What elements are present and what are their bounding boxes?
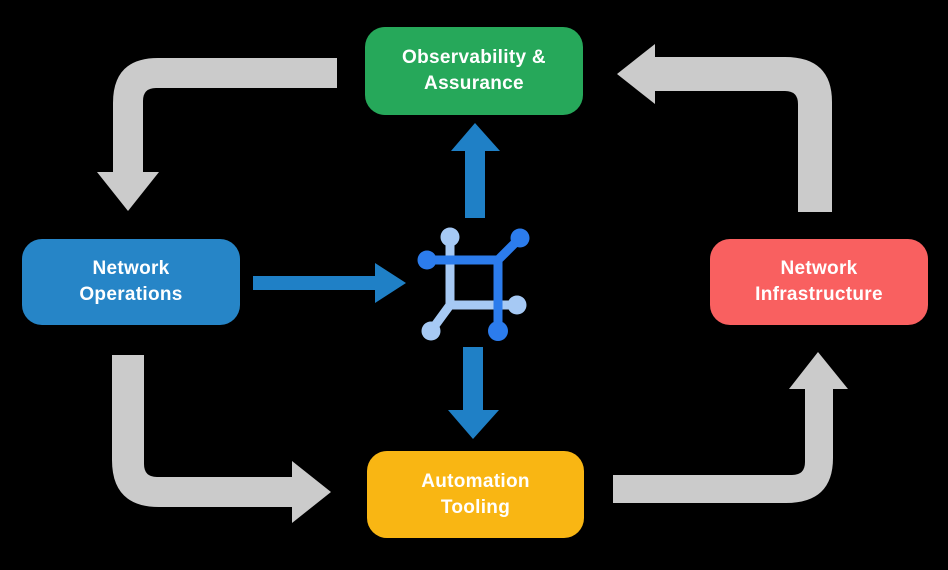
node-network-operations: Network Operations (22, 239, 240, 325)
arrow-operations-to-automation (112, 355, 331, 523)
node-network-operations-label: Network Operations (79, 258, 183, 305)
arrow-center-to-automation (448, 347, 499, 439)
node-automation-tooling-label: Automation Tooling (421, 470, 530, 518)
network-mesh-icon (417, 227, 530, 341)
arrow-automation-to-infrastructure (613, 352, 848, 503)
node-network-infrastructure: Network Infrastructure (710, 239, 928, 325)
arrow-operations-to-center (253, 263, 406, 303)
network-mesh-icon-dark-nodes (417, 228, 530, 341)
arrow-infrastructure-to-observability (617, 44, 832, 212)
arrow-observability-to-operations (97, 58, 337, 211)
arrow-center-to-observability (451, 123, 500, 218)
network-mesh-icon-light-nodes (421, 227, 527, 341)
node-observability-assurance: Observability & Assurance (365, 27, 583, 115)
node-observability-assurance-label: Observability & Assurance (402, 47, 546, 94)
node-automation-tooling: Automation Tooling (367, 451, 584, 538)
node-network-infrastructure-label: Network Infrastructure (755, 258, 883, 305)
